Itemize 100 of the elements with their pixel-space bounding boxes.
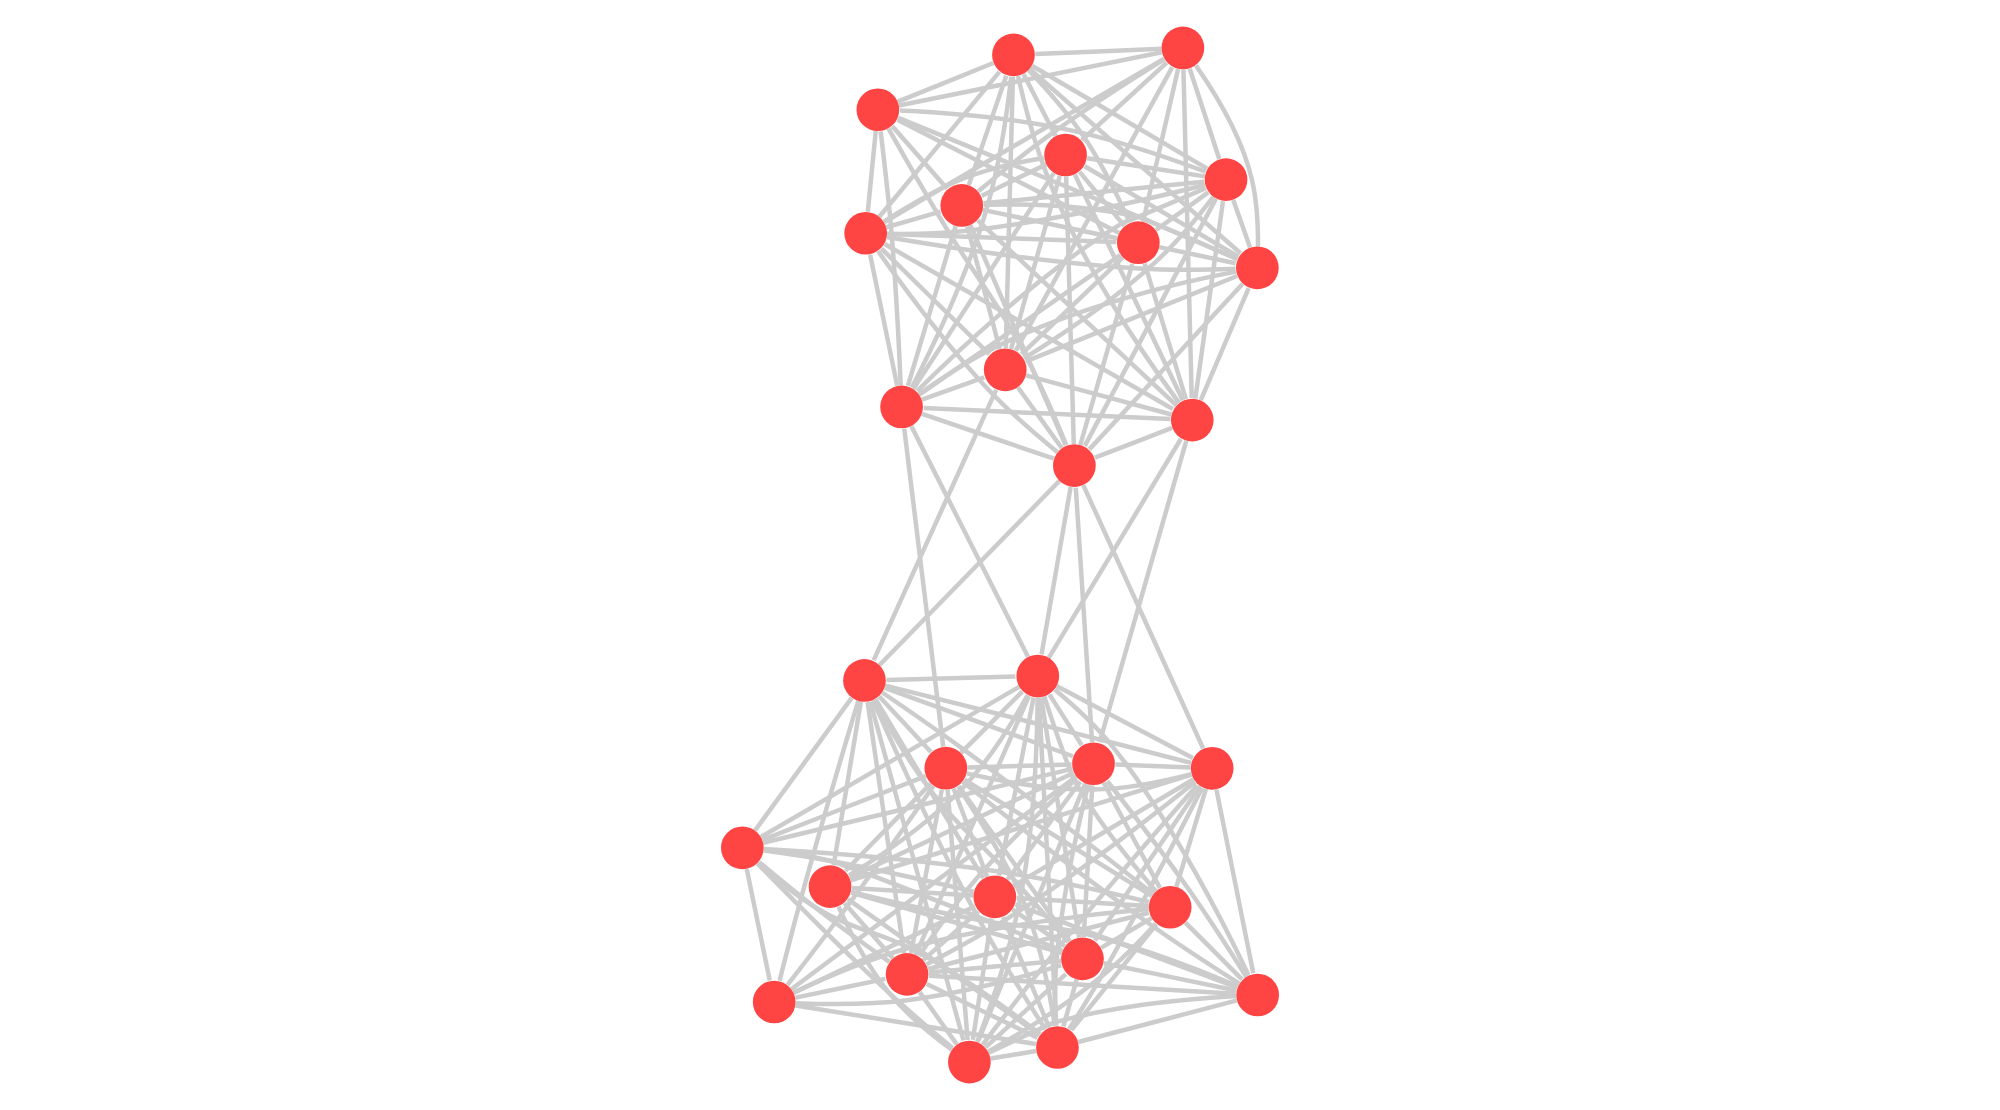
connector [1038,697,1082,938]
connector [831,701,864,866]
connector [983,972,1068,1050]
connector [884,685,1074,759]
node-circle [1236,973,1279,1017]
connector [846,897,1041,1037]
connector [761,773,927,842]
connector [987,993,1237,1055]
connector [884,683,1192,766]
connector [982,207,1118,241]
connector [886,127,1069,446]
connector [905,225,958,387]
connector [917,990,959,1046]
connector [1008,175,1062,350]
connector [1231,199,1253,249]
connector [795,976,886,1000]
connector [1077,170,1127,228]
connector [885,209,942,230]
connector [915,186,1207,393]
connector [836,905,954,1052]
node-circle [940,184,984,227]
connector [1183,920,1244,981]
connector [1039,486,1073,655]
connector [1073,487,1095,743]
connector [1187,68,1222,160]
connector [755,861,954,1050]
connector [1025,273,1238,364]
connector [842,901,895,960]
connector [1105,779,1249,978]
node-circle [1148,885,1192,929]
connector [918,253,1122,397]
connector [883,242,1174,411]
node-circle [1061,937,1104,981]
connector [867,254,900,387]
node-circle [1204,158,1248,201]
connector [918,269,1237,396]
connector [996,697,1036,877]
connector [865,130,878,212]
connector [911,171,1056,391]
connector [921,375,986,402]
connector [1035,46,1162,57]
connector [871,388,999,661]
connector [759,684,1021,839]
connector [792,906,1149,995]
connector [1030,63,1209,171]
node-circle [844,211,888,255]
node-circle [992,33,1035,77]
connector [968,224,1068,447]
connector [1174,788,1209,888]
connector [878,131,903,386]
connector [975,782,1088,1043]
connector [1011,907,1067,949]
connector [921,411,1055,461]
connector [1042,695,1158,893]
node-circle [885,953,929,996]
connector [1053,784,1091,1026]
node-circle [1053,444,1096,487]
connector [1214,789,1256,974]
connector [763,848,975,894]
connector [1046,437,1183,659]
connector [1013,66,1175,352]
node-circle [721,826,764,870]
connector [792,904,976,995]
connector [1021,73,1058,137]
connector [1022,195,1216,361]
connector [975,697,1040,1043]
connector [1083,164,1240,259]
connector [896,117,1121,235]
node-circle [808,865,852,908]
connector [909,425,1030,658]
connector [850,889,1239,989]
connector [980,162,1048,198]
connector [928,973,1236,996]
node-circle [752,980,796,1024]
connector [897,60,995,104]
connector [849,772,1193,883]
connector [795,963,1062,1007]
connector [928,958,1062,975]
connector [877,70,1002,219]
connector [843,782,933,873]
connector [868,701,966,1042]
connector [1158,244,1236,266]
connector [785,784,936,987]
connector [881,690,1155,896]
connector [852,885,974,898]
connector [909,76,1014,389]
connector [1101,781,1162,889]
connector [1086,156,1206,179]
node-circle [973,875,1017,919]
connector [1061,978,1079,1028]
connector [865,701,907,954]
connector [879,247,991,356]
connector [990,1048,1037,1061]
connector [1012,777,1195,888]
connector [1082,197,1218,447]
connector [1025,373,1173,417]
connector [1072,173,1185,402]
connector [876,250,1059,454]
connector [1142,263,1189,400]
connector [1016,895,1149,909]
